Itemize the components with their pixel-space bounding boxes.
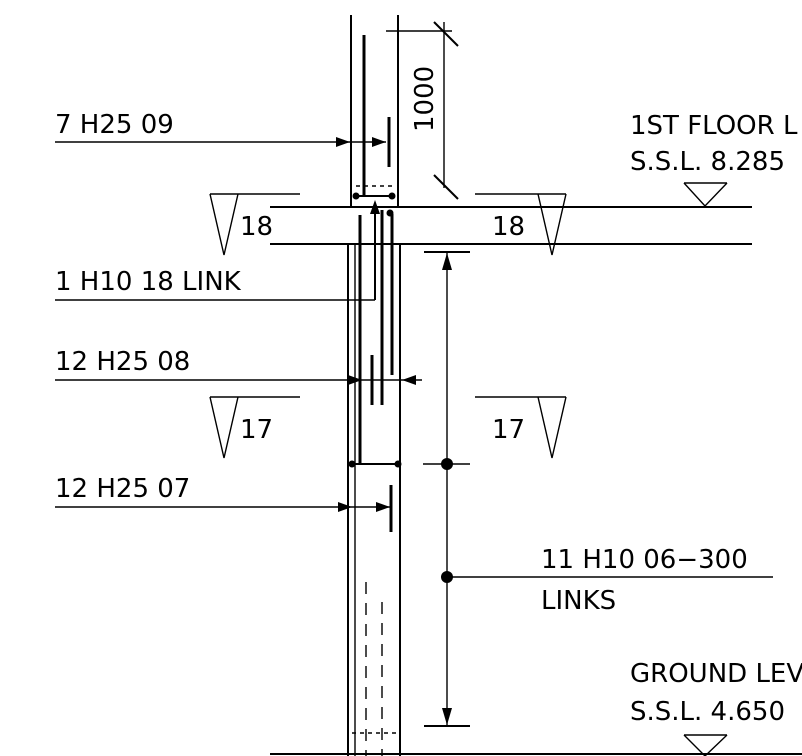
label-dim-1000: 1000 bbox=[410, 66, 440, 132]
label-bar-09: 7 H25 09 bbox=[55, 110, 174, 140]
callout-07: 12 H25 07 bbox=[55, 474, 390, 512]
label-bar-07: 12 H25 07 bbox=[55, 474, 190, 504]
level-first-floor-ssl: S.S.L. 8.285 bbox=[630, 147, 785, 177]
label-links-06: 11 H10 06−300 bbox=[541, 545, 748, 575]
slab bbox=[270, 206, 752, 245]
section-right-18: 18 bbox=[492, 212, 525, 242]
level-ground-ssl: S.S.L. 4.650 bbox=[630, 697, 785, 727]
callout-08: 12 H25 08 bbox=[55, 347, 422, 385]
section-left-17: 17 bbox=[240, 415, 273, 445]
level-first-floor-name: 1ST FLOOR L bbox=[630, 111, 798, 141]
section-marker-right-17: 17 bbox=[475, 396, 567, 459]
label-links-word: LINKS bbox=[541, 586, 616, 616]
callout-link-18: 1 H10 18 LINK bbox=[55, 200, 380, 301]
callout-09: 7 H25 09 bbox=[55, 110, 391, 167]
links-dimension: 11 H10 06−300 LINKS bbox=[423, 251, 773, 727]
level-ground-name: GROUND LEV bbox=[630, 659, 802, 689]
label-bar-08: 12 H25 08 bbox=[55, 347, 190, 377]
section-marker-left-17: 17 bbox=[209, 396, 300, 459]
dimension-1000: 1000 bbox=[386, 21, 459, 200]
upper-column bbox=[350, 15, 399, 207]
section-marker-left-18: 18 bbox=[209, 193, 300, 256]
section-left-18: 18 bbox=[240, 212, 273, 242]
section-marker-right-18: 18 bbox=[475, 193, 567, 256]
level-first-floor: 1ST FLOOR L S.S.L. 8.285 bbox=[630, 111, 798, 208]
level-ground: GROUND LEV S.S.L. 4.650 bbox=[630, 659, 802, 756]
lower-column bbox=[347, 205, 402, 756]
section-right-17: 17 bbox=[492, 415, 525, 445]
label-link-18: 1 H10 18 LINK bbox=[55, 267, 242, 297]
